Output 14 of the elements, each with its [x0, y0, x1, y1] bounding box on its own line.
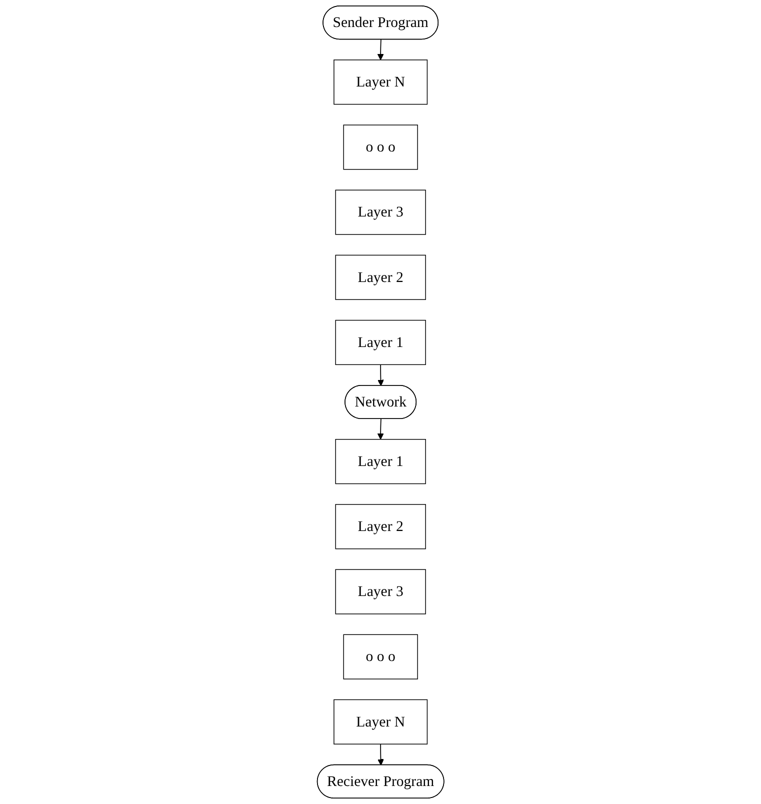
- node-box: Layer 2: [335, 504, 426, 550]
- node-box: Layer 1: [335, 320, 426, 366]
- node-box: Layer 3: [335, 569, 426, 614]
- node-box: o o o: [343, 124, 418, 170]
- node-box: o o o: [343, 634, 418, 680]
- node-box: Layer 3: [335, 190, 426, 235]
- node-box: Layer N: [334, 60, 428, 105]
- arrow: [377, 744, 384, 766]
- node-box: Layer N: [334, 699, 428, 744]
- arrow: [377, 39, 384, 60]
- arrow: [377, 364, 384, 386]
- node-box: Layer 1: [335, 438, 426, 484]
- node-box: Layer 2: [335, 254, 426, 300]
- arrow: [377, 418, 384, 440]
